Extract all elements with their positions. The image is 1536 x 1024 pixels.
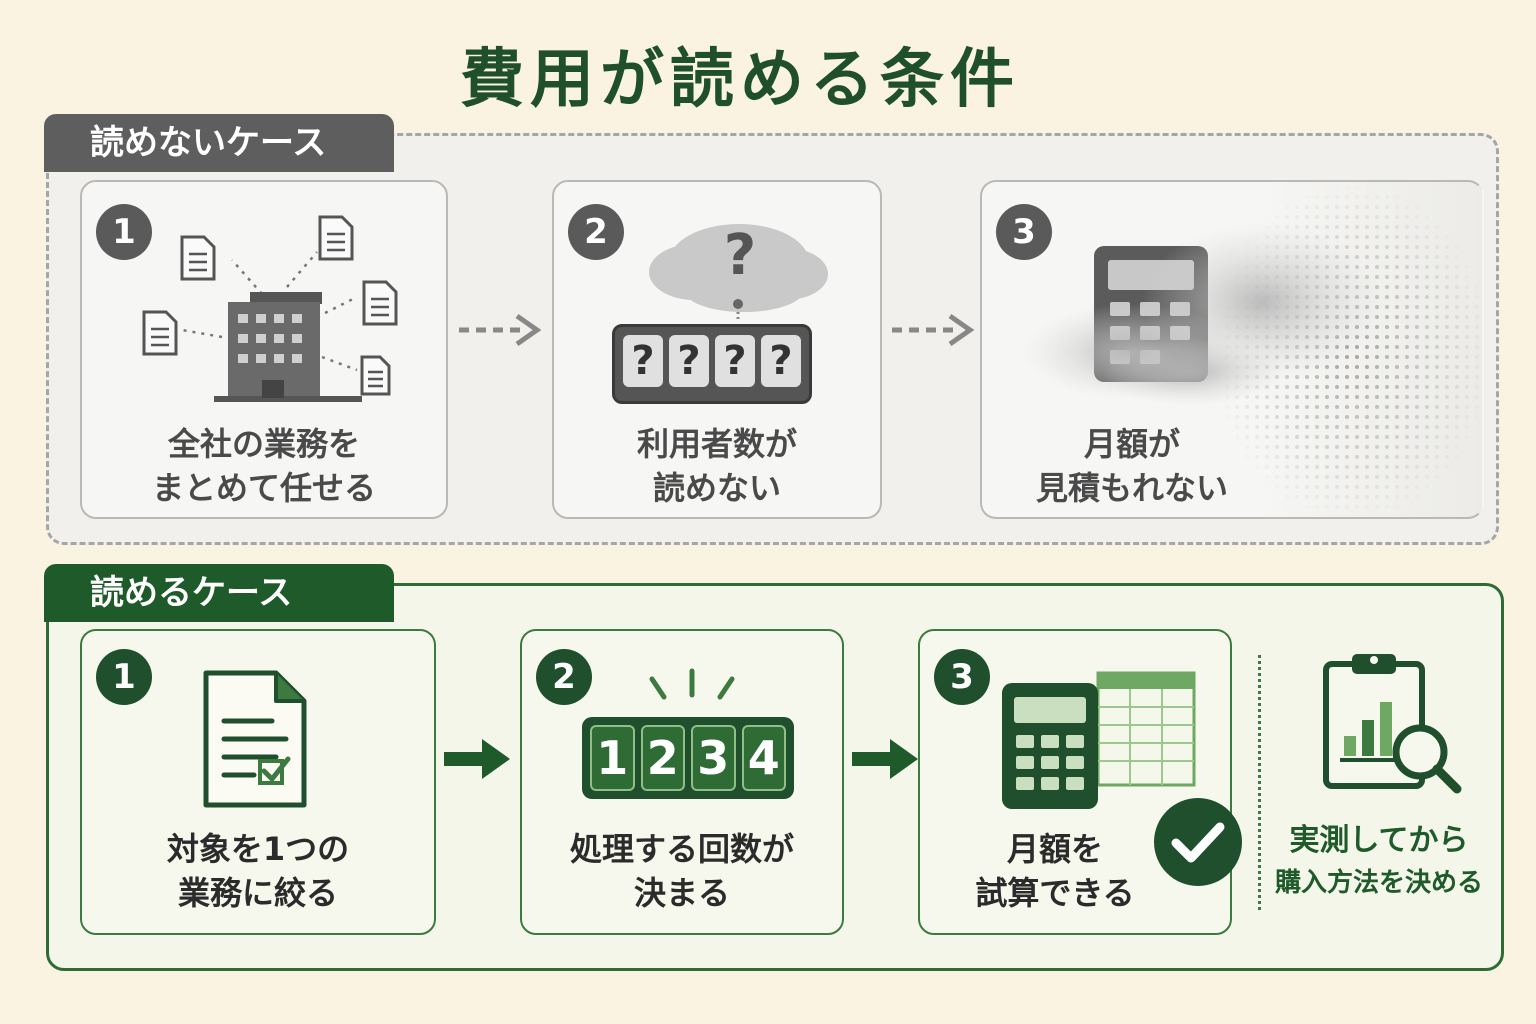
step-label: 利用者数が 読めない bbox=[636, 425, 797, 507]
counter-digit: ? bbox=[715, 335, 755, 387]
step-number-badge: 3 bbox=[934, 649, 990, 705]
dashed-arrow-icon bbox=[459, 313, 542, 347]
step-label: 月額が 見積もれない bbox=[1035, 425, 1228, 507]
page-title: 費用が読める条件 bbox=[460, 43, 1020, 117]
arrow-right-icon bbox=[852, 739, 918, 779]
unreadable-step-1-card: 1 bbox=[80, 180, 448, 519]
step-number-badge: 1 bbox=[96, 204, 152, 260]
readable-case-tab: 読めるケース bbox=[44, 564, 394, 622]
step-label: 対象を1つの 業務に絞る bbox=[166, 830, 350, 912]
unreadable-step-2-card: 2 ? ? ? ? ? 利用者数が 読めない bbox=[552, 180, 882, 519]
step-number-badge: 3 bbox=[996, 204, 1052, 260]
step-label: 全社の業務を まとめて任せる bbox=[151, 425, 376, 507]
unreadable-step-3-card: 3 月額が 見積もれない bbox=[980, 180, 1484, 519]
counter-digit: 3 bbox=[691, 725, 736, 791]
step-number-badge: 2 bbox=[536, 649, 592, 705]
arrow-right-icon bbox=[444, 739, 510, 779]
unreadable-case-tab: 読めないケース bbox=[44, 114, 394, 172]
counter-digit: 1 bbox=[590, 725, 635, 791]
foggy-calculator-icon bbox=[1022, 182, 1482, 512]
readable-step-1-card: 1 対象を1つの 業務に絞る bbox=[80, 629, 436, 935]
counter-digit: ? bbox=[669, 335, 709, 387]
dashed-arrow-icon bbox=[892, 313, 975, 347]
question-mark: ? bbox=[724, 223, 756, 288]
unknown-counter-display: ? ? ? ? bbox=[612, 324, 812, 404]
step-label: 処理する回数が 決まる bbox=[569, 830, 794, 912]
readable-step-3-card: 3 月額を 試算できる bbox=[918, 629, 1232, 935]
counter-digit: 2 bbox=[640, 725, 685, 791]
counter-display: 1 2 3 4 bbox=[582, 717, 794, 799]
step-number-badge: 2 bbox=[568, 204, 624, 260]
document-checkmark-icon bbox=[203, 670, 307, 808]
office-building-documents-icon bbox=[142, 215, 398, 402]
step-label: 月額を 試算できる bbox=[975, 830, 1135, 912]
side-note-line-2: 購入方法を決める bbox=[1274, 868, 1483, 898]
calculator-spreadsheet-icon bbox=[1002, 671, 1196, 809]
side-note-line-1: 実測してから bbox=[1289, 823, 1469, 858]
counter-digit: 4 bbox=[741, 725, 786, 791]
check-circle-icon bbox=[1154, 798, 1242, 886]
spark-lines-icon bbox=[649, 668, 735, 700]
clipboard-chart-magnifier-icon bbox=[1323, 654, 1462, 794]
cloud-question-icon: ? bbox=[649, 223, 828, 320]
readable-step-2-card: 2 1 2 3 4 処理する回数が 決まる bbox=[520, 629, 844, 935]
counter-digit: ? bbox=[761, 335, 801, 387]
dotted-divider bbox=[1258, 655, 1261, 910]
counter-digit: ? bbox=[623, 335, 663, 387]
step-number-badge: 1 bbox=[96, 649, 152, 705]
